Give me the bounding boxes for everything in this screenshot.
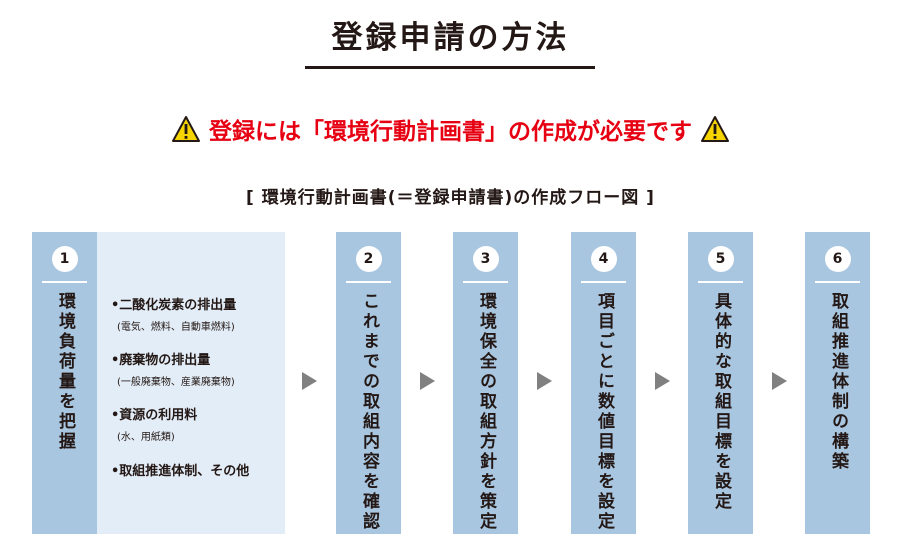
step-divider [815,281,860,283]
flow-step-5: 5 具体的な取組目標を設定 [688,232,753,534]
step-number: 1 [51,246,78,272]
flow-arrow [537,372,552,390]
detail-item: •資源の利用料 (水、用紙類) [111,404,197,443]
detail-item: •取組推進体制、その他 [111,460,249,479]
flow-arrow [302,372,317,390]
detail-item: •廃棄物の排出量 (一般廃棄物、産業廃棄物) [111,349,235,388]
flow-step-3: 3 環境保全の取組方針を策定 [453,232,518,534]
step-number: 6 [824,246,851,272]
step-number: 5 [707,246,734,272]
flow-arrow [420,372,435,390]
step-number: 2 [355,246,382,272]
step-number: 3 [472,246,499,272]
flow-step-1: 1 環境負荷量を把握 [32,232,97,534]
detail-sub: (電気、燃料、自動車燃料) [117,322,235,333]
detail-main: •資源の利用料 [111,408,198,423]
flow-subtitle: [ 環境行動計画書(＝登録申請書)の作成フロー図 ] [246,188,655,208]
flow-arrow [655,372,670,390]
flow-step-4: 4 項目ごとに数値目標を設定 [571,232,636,534]
title-underline [305,66,595,69]
step-number: 4 [590,246,617,272]
step-label: 具体的な取組目標を設定 [711,292,731,512]
step-divider [698,281,743,283]
detail-sub: (一般廃棄物、産業廃棄物) [117,377,235,388]
step-divider [463,281,508,283]
detail-main: •取組推進体制、その他 [111,464,250,479]
step-divider [346,281,391,283]
flow-step-6: 6 取組推進体制の構築 [805,232,870,534]
detail-sub: (水、用紙類) [117,432,175,443]
step-label: 環境保全の取組方針を策定 [476,292,496,532]
detail-main: •廃棄物の排出量 [111,353,211,368]
detail-item: •二酸化炭素の排出量 (電気、燃料、自動車燃料) [111,294,236,333]
step-divider [581,281,626,283]
step-label: 項目ごとに数値目標を設定 [594,292,614,532]
step-divider [42,281,87,283]
warning-icon [172,116,200,142]
warning-icon [701,116,729,142]
step-label: 取組推進体制の構築 [828,292,848,472]
flow-arrow [772,372,787,390]
page-title: 登録申請の方法 [331,20,570,56]
step-label: これまでの取組内容を確認 [359,292,379,532]
flow-step-2: 2 これまでの取組内容を確認 [336,232,401,534]
warning-text: 登録には「環境行動計画書」の作成が必要です [209,119,692,145]
step-label: 環境負荷量を把握 [55,292,75,452]
warning-banner: 登録には「環境行動計画書」の作成が必要です [0,112,901,146]
step-1-detail-panel: •二酸化炭素の排出量 (電気、燃料、自動車燃料) •廃棄物の排出量 (一般廃棄物… [97,232,285,534]
detail-main: •二酸化炭素の排出量 [111,298,237,313]
